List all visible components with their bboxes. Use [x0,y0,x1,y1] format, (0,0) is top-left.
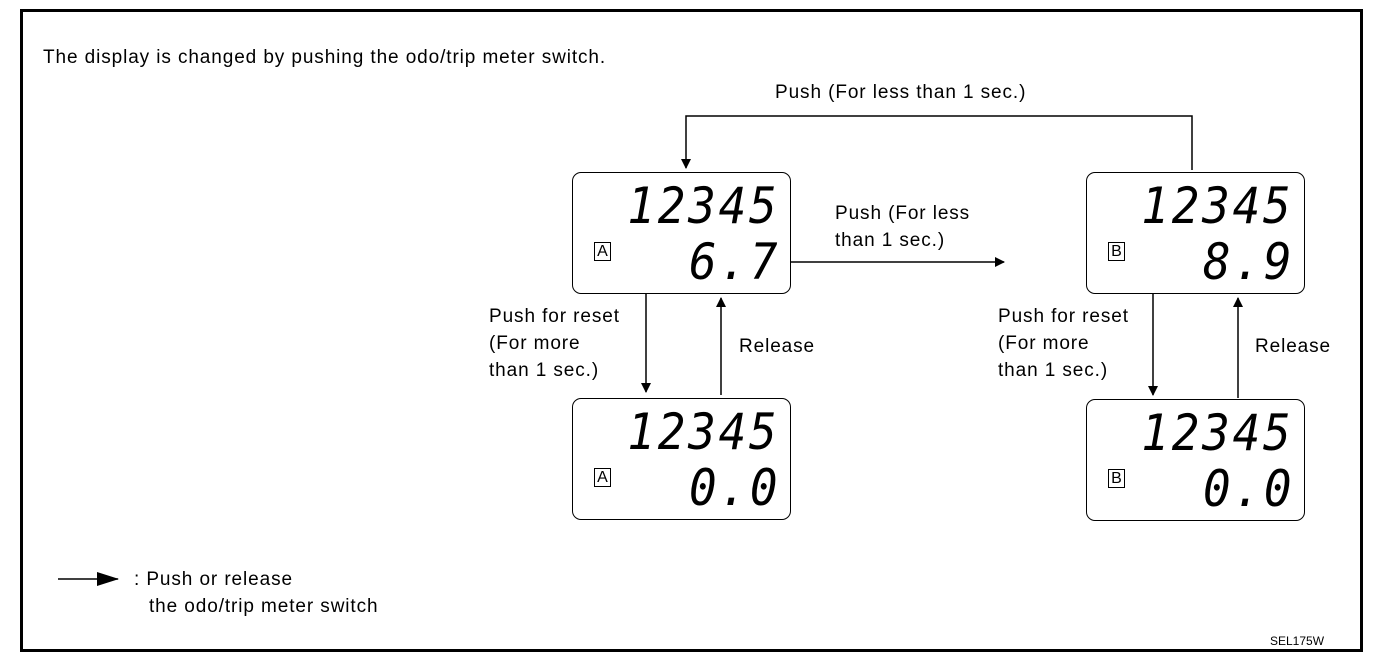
middle-push-label-line1: Push (For less [835,203,971,224]
trip-value: 0.0 [688,459,780,517]
trip-a-indicator: A [594,468,611,487]
display-b-trip: 12345 B 8.9 [1086,172,1305,294]
display-a-reset: 12345 A 0.0 [572,398,791,520]
trip-value: 0.0 [1202,460,1294,518]
trip-a-indicator: A [594,242,611,261]
odometer-value: 12345 [1141,404,1294,462]
diagram-heading: The display is changed by pushing the od… [43,47,607,68]
display-b-reset: 12345 B 0.0 [1086,399,1305,521]
right-reset-label-line2: (For more [998,333,1090,354]
diagram-frame [20,9,1363,652]
left-reset-label-line2: (For more [489,333,581,354]
middle-push-label-line2: than 1 sec.) [835,230,946,251]
right-reset-label-line3: than 1 sec.) [998,360,1109,381]
trip-b-indicator: B [1108,469,1125,488]
trip-value: 8.9 [1202,233,1294,291]
trip-value: 6.7 [688,233,780,291]
loop-arrow [681,115,1193,170]
right-reset-label-line1: Push for reset [998,306,1129,327]
left-release-label: Release [739,336,816,357]
top-loop-label: Push (For less than 1 sec.) [775,82,1027,103]
odometer-value: 12345 [627,177,780,235]
left-reset-label-line3: than 1 sec.) [489,360,600,381]
odometer-value: 12345 [1141,177,1294,235]
right-release-label: Release [1255,336,1332,357]
left-reset-label-line1: Push for reset [489,306,620,327]
legend-text-line2: the odo/trip meter switch [149,596,379,617]
figure-code: SEL175W [1270,634,1325,648]
display-a-trip: 12345 A 6.7 [572,172,791,294]
odometer-value: 12345 [627,403,780,461]
trip-b-indicator: B [1108,242,1125,261]
legend-text-line1: : Push or release [134,569,293,590]
